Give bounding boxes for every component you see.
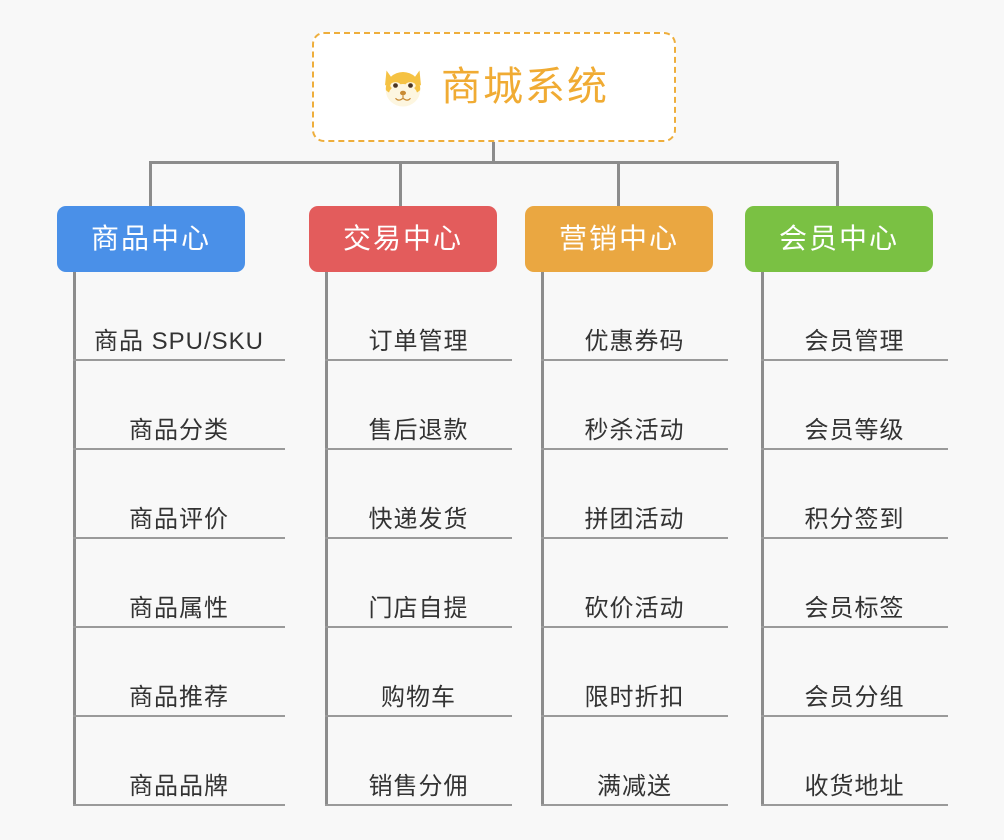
leaf-item[interactable]: 积分签到 [761,450,948,539]
root-node[interactable]: 商城系统 [312,32,676,142]
leaf-item[interactable]: 商品品牌 [73,717,285,806]
leaf-item[interactable]: 会员等级 [761,361,948,450]
root-title: 商城系统 [441,65,609,109]
category-header-label: 商品中心 [90,223,211,254]
leaf-item[interactable]: 销售分佣 [325,717,512,806]
leaf-list-marketing: 优惠券码 秒杀活动 拼团活动 砍价活动 限时折扣 满减送 [525,272,745,806]
category-header-trade[interactable]: 交易中心 [309,206,497,272]
leaf-label: 砍价活动 [584,594,685,622]
leaf-item[interactable]: 会员分组 [761,628,948,717]
leaf-item[interactable]: 砍价活动 [541,539,728,628]
leaf-list-trade: 订单管理 售后退款 快递发货 门店自提 购物车 销售分佣 [309,272,529,806]
category-column-product: 商品中心 商品 SPU/SKU 商品分类 商品评价 商品属性 商品推荐 商品品牌 [57,206,287,806]
leaf-item[interactable]: 订单管理 [325,272,512,361]
leaf-label: 订单管理 [368,327,469,355]
connector-trunk-marketing [541,272,544,806]
connector-root-stem [492,142,495,164]
leaf-item[interactable]: 售后退款 [325,361,512,450]
leaf-item[interactable]: 优惠券码 [541,272,728,361]
category-header-label: 营销中心 [558,223,679,254]
connector-trunk-product [73,272,76,806]
leaf-label: 售后退款 [368,416,469,444]
leaf-label: 商品分类 [129,416,229,444]
leaf-label: 门店自提 [368,594,469,622]
connector-drop-member [836,161,839,206]
category-header-member[interactable]: 会员中心 [745,206,933,272]
leaf-label: 商品评价 [129,505,229,533]
leaf-label: 快递发货 [368,505,469,533]
connector-drop-product [149,161,152,206]
category-header-marketing[interactable]: 营销中心 [525,206,713,272]
category-header-label: 会员中心 [778,223,899,254]
leaf-item[interactable]: 商品 SPU/SKU [73,272,285,361]
leaf-label: 会员等级 [804,416,905,444]
leaf-item[interactable]: 快递发货 [325,450,512,539]
leaf-label: 商品推荐 [129,683,229,711]
leaf-label: 优惠券码 [584,327,685,355]
leaf-label: 会员管理 [804,327,905,355]
leaf-item[interactable]: 限时折扣 [541,628,728,717]
leaf-label: 拼团活动 [584,505,685,533]
leaf-list-member: 会员管理 会员等级 积分签到 会员标签 会员分组 收货地址 [745,272,965,806]
leaf-label: 会员分组 [804,683,905,711]
category-header-product[interactable]: 商品中心 [57,206,245,272]
category-column-trade: 交易中心 订单管理 售后退款 快递发货 门店自提 购物车 销售分佣 [309,206,529,806]
connector-trunk-member [761,272,764,806]
connector-horizontal-bus [149,161,839,164]
leaf-label: 收货地址 [804,772,905,800]
connector-trunk-trade [325,272,328,806]
leaf-item[interactable]: 满减送 [541,717,728,806]
leaf-item[interactable]: 购物车 [325,628,512,717]
leaf-item[interactable]: 会员标签 [761,539,948,628]
leaf-label: 秒杀活动 [584,416,685,444]
category-column-member: 会员中心 会员管理 会员等级 积分签到 会员标签 会员分组 收货地址 [745,206,965,806]
leaf-label: 限时折扣 [584,683,685,711]
leaf-item[interactable]: 秒杀活动 [541,361,728,450]
connector-drop-trade [399,161,402,206]
leaf-item[interactable]: 商品推荐 [73,628,285,717]
leaf-item[interactable]: 会员管理 [761,272,948,361]
leaf-item[interactable]: 商品属性 [73,539,285,628]
leaf-item[interactable]: 商品分类 [73,361,285,450]
leaf-label: 商品属性 [129,594,229,622]
leaf-label: 商品品牌 [129,772,229,800]
leaf-item[interactable]: 拼团活动 [541,450,728,539]
leaf-item[interactable]: 商品评价 [73,450,285,539]
category-column-marketing: 营销中心 优惠券码 秒杀活动 拼团活动 砍价活动 限时折扣 满减送 [525,206,745,806]
leaf-label: 满减送 [597,772,672,800]
leaf-label: 积分签到 [804,505,905,533]
shiba-dog-face-icon [385,70,421,107]
leaf-label: 购物车 [381,683,456,711]
leaf-list-product: 商品 SPU/SKU 商品分类 商品评价 商品属性 商品推荐 商品品牌 [57,272,287,806]
leaf-item[interactable]: 收货地址 [761,717,948,806]
connector-drop-marketing [617,161,620,206]
category-header-label: 交易中心 [342,223,463,254]
leaf-label: 会员标签 [804,594,905,622]
leaf-label: 商品 SPU/SKU [93,327,265,355]
leaf-label: 销售分佣 [368,772,469,800]
leaf-item[interactable]: 门店自提 [325,539,512,628]
